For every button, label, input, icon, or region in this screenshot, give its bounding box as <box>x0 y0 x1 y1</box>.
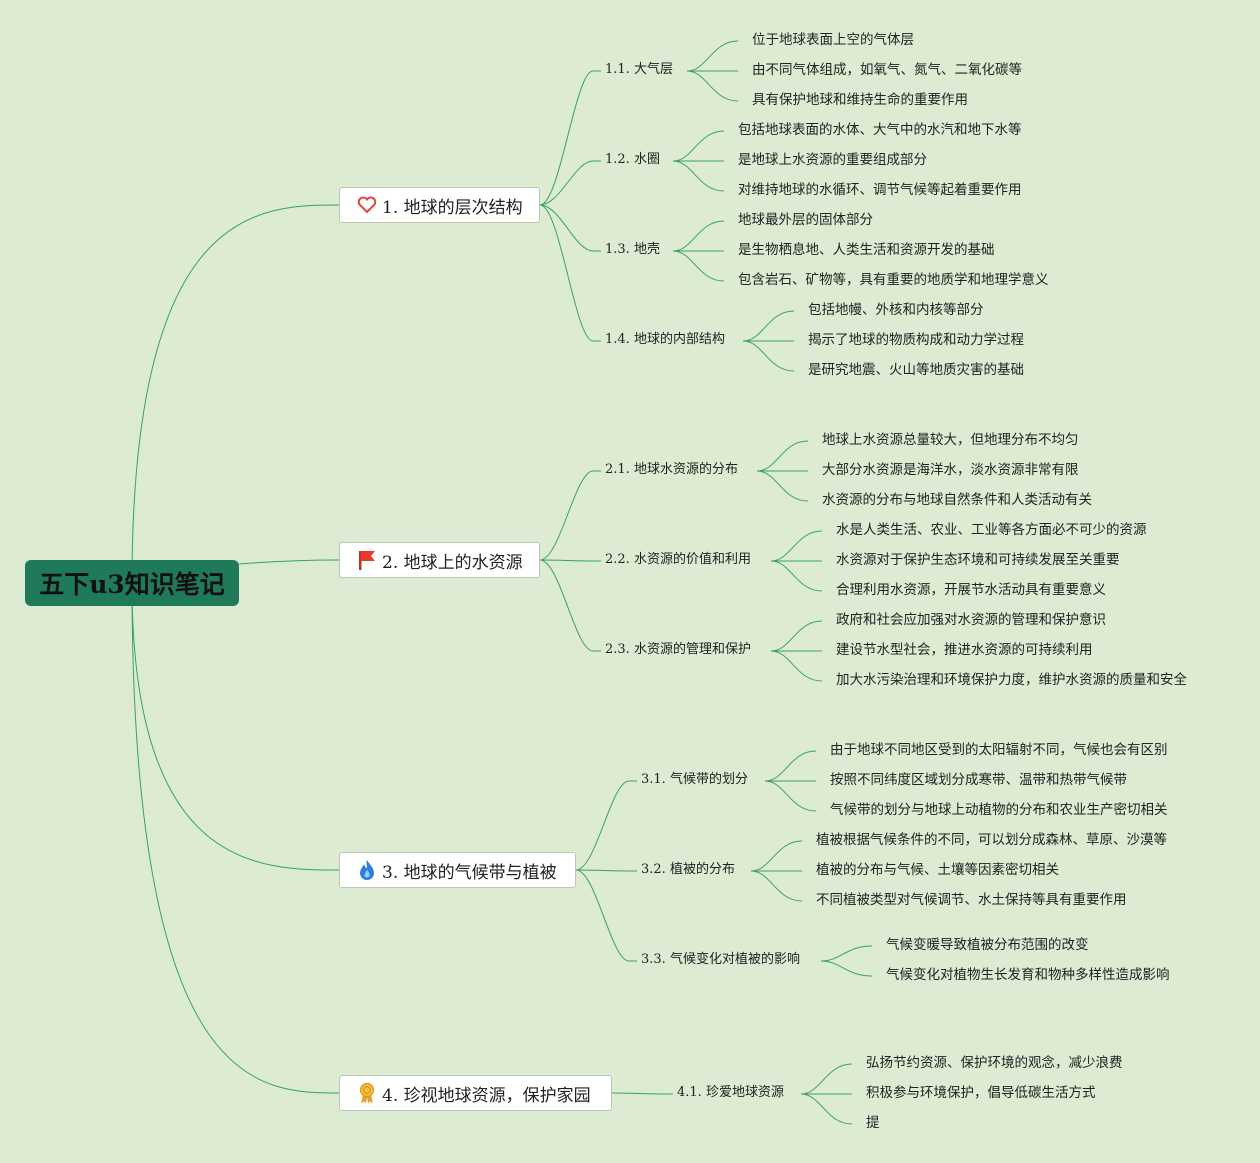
connector-line <box>686 40 739 72</box>
connector-line <box>756 470 809 502</box>
subtopic-node[interactable]: 2.1. 地球水资源的分布 <box>605 462 738 477</box>
leaf-node[interactable]: 政府和社会应加强对水资源的管理和保护意识 <box>836 612 1106 628</box>
subtopic-node[interactable]: 3.1. 气候带的划分 <box>641 772 748 787</box>
connector-line <box>756 440 809 472</box>
connector-line <box>750 870 803 902</box>
connector-line <box>686 70 739 102</box>
connector-line <box>575 869 630 872</box>
subtopic-node[interactable]: 1.4. 地球的内部结构 <box>605 332 725 347</box>
leaf-node[interactable]: 是地球上水资源的重要组成部分 <box>738 152 927 168</box>
leaf-node[interactable]: 植被的分布与气候、土壤等因素密切相关 <box>816 862 1059 878</box>
connector-line <box>539 559 594 652</box>
subtopic-node[interactable]: 3.2. 植被的分布 <box>641 862 735 877</box>
medal-icon <box>356 1082 378 1104</box>
connector-line <box>539 204 594 252</box>
leaf-node[interactable]: 位于地球表面上空的气体层 <box>752 32 914 48</box>
connector-line <box>742 310 795 342</box>
subtopic-node[interactable]: 1.3. 地壳 <box>605 242 660 257</box>
topic-label: 2. 地球上的水资源 <box>382 552 523 573</box>
fire-icon <box>356 859 378 881</box>
connector-line <box>750 840 803 872</box>
connector-line <box>672 250 725 282</box>
leaf-node[interactable]: 具有保护地球和维持生命的重要作用 <box>752 92 968 108</box>
leaf-node[interactable]: 不同植被类型对气候调节、水土保持等具有重要作用 <box>816 892 1127 908</box>
connector-line <box>820 960 873 977</box>
leaf-node[interactable]: 按照不同纬度区域划分成寒带、温带和热带气候带 <box>830 772 1127 788</box>
subtopic-node[interactable]: 1.1. 大气层 <box>605 62 673 77</box>
connector-line <box>575 869 630 962</box>
leaf-node[interactable]: 由不同气体组成，如氧气、氮气、二氧化碳等 <box>752 62 1022 78</box>
leaf-node[interactable]: 气候带的划分与地球上动植物的分布和农业生产密切相关 <box>830 802 1168 818</box>
connector-line <box>742 340 795 372</box>
connector-line <box>539 559 594 562</box>
connector-line <box>770 530 823 562</box>
leaf-node[interactable]: 是研究地震、火山等地质灾害的基础 <box>808 362 1024 378</box>
topic-node[interactable]: 2. 地球上的水资源 <box>339 542 540 578</box>
connector-line <box>539 160 594 206</box>
connector-line <box>539 70 594 206</box>
subtopic-node[interactable]: 2.2. 水资源的价值和利用 <box>605 552 751 567</box>
root-title: 五下u3知识笔记 <box>39 570 225 599</box>
heart-icon <box>356 194 378 216</box>
connector-line <box>800 1093 853 1125</box>
leaf-node[interactable]: 地球最外层的固体部分 <box>738 212 873 228</box>
connector-line <box>539 470 594 561</box>
leaf-node[interactable]: 包括地幔、外核和内核等部分 <box>808 302 984 318</box>
leaf-node[interactable]: 植被根据气候条件的不同，可以划分成森林、草原、沙漠等 <box>816 832 1167 848</box>
leaf-node[interactable]: 弘扬节约资源、保护环境的观念，减少浪费 <box>866 1055 1123 1071</box>
leaf-node[interactable]: 地球上水资源总量较大，但地理分布不均匀 <box>822 432 1079 448</box>
leaf-node[interactable]: 积极参与环境保护，倡导低碳生活方式 <box>866 1085 1096 1101</box>
connector-line <box>238 559 340 565</box>
leaf-node[interactable]: 合理利用水资源，开展节水活动具有重要意义 <box>836 582 1106 598</box>
subtopic-node[interactable]: 4.1. 珍爱地球资源 <box>677 1085 784 1100</box>
subtopic-node[interactable]: 1.2. 水圈 <box>605 152 660 167</box>
leaf-node[interactable]: 揭示了地球的物质构成和动力学过程 <box>808 332 1024 348</box>
topic-node[interactable]: 3. 地球的气候带与植被 <box>339 852 576 888</box>
leaf-node[interactable]: 包括地球表面的水体、大气中的水汽和地下水等 <box>738 122 1022 138</box>
connector-line <box>672 160 725 192</box>
leaf-node[interactable]: 水是人类生活、农业、工业等各方面必不可少的资源 <box>836 522 1147 538</box>
leaf-node[interactable]: 水资源对于保护生态环境和可持续发展至关重要 <box>836 552 1120 568</box>
subtopic-node[interactable]: 3.3. 气候变化对植被的影响 <box>641 952 800 967</box>
topic-node[interactable]: 1. 地球的层次结构 <box>339 187 540 223</box>
leaf-node[interactable]: 是生物栖息地、人类生活和资源开发的基础 <box>738 242 995 258</box>
connector-line <box>131 582 340 871</box>
connector-line <box>575 780 630 871</box>
connector-line <box>800 1063 853 1095</box>
connector-line <box>131 582 340 1094</box>
connector-line <box>539 204 594 342</box>
leaf-node[interactable]: 加大水污染治理和环境保护力度，维护水资源的质量和安全 <box>836 672 1187 688</box>
connector-line <box>820 945 873 962</box>
leaf-node[interactable]: 由于地球不同地区受到的太阳辐射不同，气候也会有区别 <box>830 742 1168 758</box>
leaf-node[interactable]: 水资源的分布与地球自然条件和人类活动有关 <box>822 492 1092 508</box>
connector-line <box>672 220 725 252</box>
connector-line <box>770 620 823 652</box>
root-node[interactable]: 五下u3知识笔记 <box>25 560 239 606</box>
leaf-node[interactable]: 大部分水资源是海洋水，淡水资源非常有限 <box>822 462 1079 478</box>
connector-line <box>770 650 823 682</box>
topic-node[interactable]: 4. 珍视地球资源，保护家园 <box>339 1075 612 1111</box>
leaf-node[interactable]: 建设节水型社会，推进水资源的可持续利用 <box>836 642 1093 658</box>
connector-line <box>764 780 817 812</box>
connector-line <box>764 750 817 782</box>
leaf-node[interactable]: 包含岩石、矿物等，具有重要的地质学和地理学意义 <box>738 272 1049 288</box>
connector-line <box>131 204 340 584</box>
connector-line <box>611 1092 666 1095</box>
leaf-node[interactable]: 气候变暖导致植被分布范围的改变 <box>886 937 1089 953</box>
leaf-node[interactable]: 提 <box>866 1115 880 1131</box>
topic-label: 3. 地球的气候带与植被 <box>382 862 557 883</box>
connector-line <box>770 560 823 592</box>
topic-label: 1. 地球的层次结构 <box>382 197 523 218</box>
subtopic-node[interactable]: 2.3. 水资源的管理和保护 <box>605 642 751 657</box>
red-flag-icon <box>356 549 378 571</box>
topic-label: 4. 珍视地球资源，保护家园 <box>382 1085 591 1106</box>
leaf-node[interactable]: 气候变化对植物生长发育和物种多样性造成影响 <box>886 967 1170 983</box>
leaf-node[interactable]: 对维持地球的水循环、调节气候等起着重要作用 <box>738 182 1022 198</box>
connector-line <box>672 130 725 162</box>
